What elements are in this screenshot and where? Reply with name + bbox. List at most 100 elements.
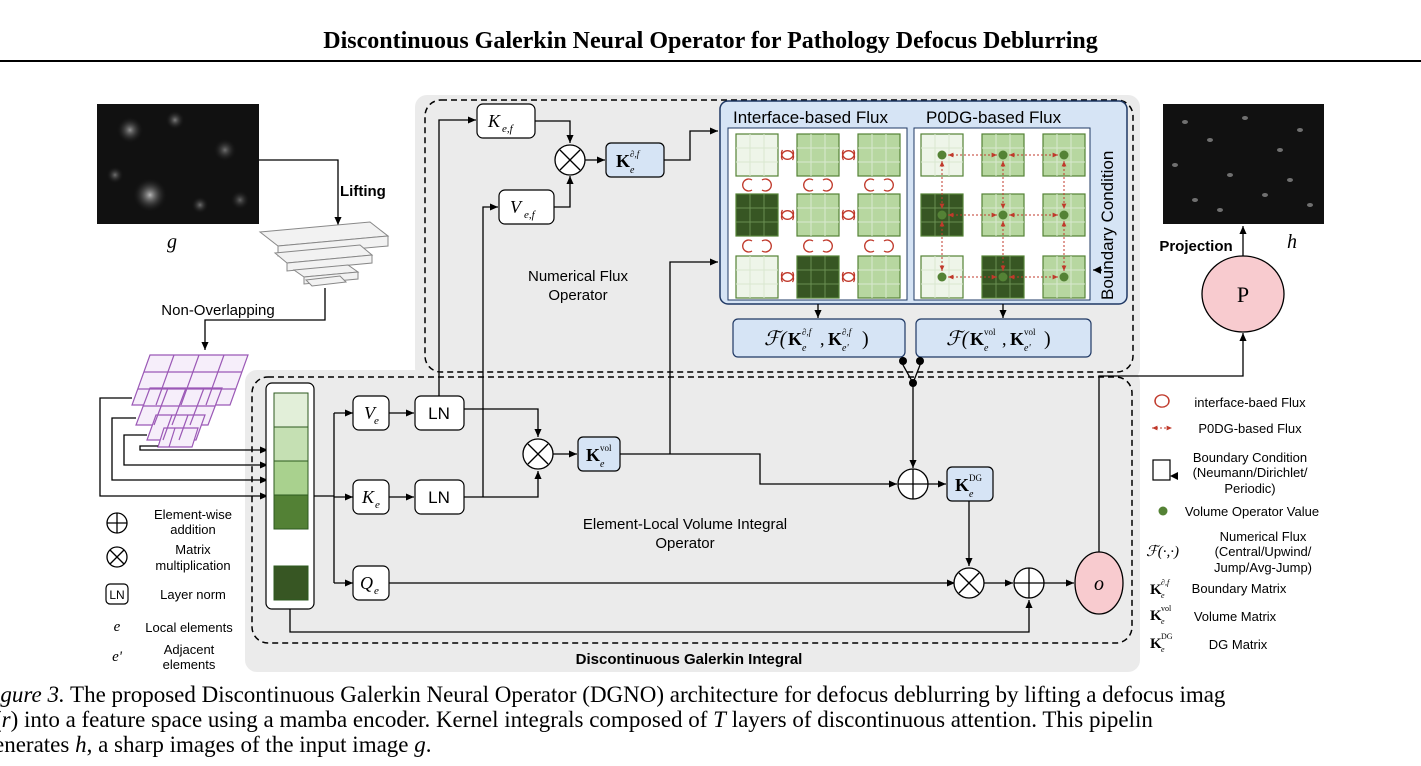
svg-text:e: e <box>969 489 974 500</box>
flux-operator-label-1: Numerical Flux <box>528 268 629 285</box>
flux-element-cell <box>735 193 779 237</box>
volume-operator-dot <box>1059 210 1069 220</box>
volume-operator-dot <box>1059 272 1069 282</box>
numerical-flux-boundary-box: ℱ( K e ∂,f , K e' ∂,f ) <box>732 318 906 358</box>
caption-line-1: The proposed Discontinuous Galerkin Neur… <box>70 682 1226 707</box>
svg-text:K: K <box>955 475 969 495</box>
flux-element-cell <box>796 193 840 237</box>
svg-text:K: K <box>361 487 375 507</box>
svg-text:K: K <box>970 329 984 349</box>
column-branches <box>289 409 1033 633</box>
svg-text:∂,f: ∂,f <box>842 327 853 337</box>
svg-text:Numerical Flux: Numerical Flux <box>1220 529 1307 544</box>
flux-cells <box>735 133 1086 299</box>
volume-operator-dot <box>998 150 1008 160</box>
kvol-to-add <box>620 453 897 488</box>
flux-dashed-box <box>424 99 1134 373</box>
svg-text:): ) <box>1044 328 1051 350</box>
svg-text:e': e' <box>112 649 123 665</box>
svg-text:Boundary Condition: Boundary Condition <box>1193 450 1307 465</box>
patch-stack <box>131 354 249 448</box>
ln-box-bottom: LN <box>414 479 465 515</box>
encoder-stack <box>258 221 390 287</box>
svg-text:V: V <box>510 197 523 217</box>
svg-text:Matrix: Matrix <box>175 542 211 557</box>
flux-element-cell <box>857 255 901 299</box>
ln-box-top: LN <box>414 395 465 431</box>
svg-text:K: K <box>828 329 842 349</box>
title-rule <box>0 60 1421 62</box>
svg-text:e,f: e,f <box>524 209 537 221</box>
svg-text:vol: vol <box>1161 604 1172 613</box>
svg-text:Jump/Avg-Jump): Jump/Avg-Jump) <box>1214 560 1312 575</box>
ln-links <box>438 116 542 498</box>
svg-text:K: K <box>1010 329 1024 349</box>
svg-text:DG Matrix: DG Matrix <box>1209 637 1268 652</box>
svg-text:Periodic): Periodic) <box>1224 481 1275 496</box>
volume-operator-dot <box>1059 150 1069 160</box>
svg-text:multiplication: multiplication <box>155 558 230 573</box>
svg-text:,: , <box>820 329 825 349</box>
svg-text:K: K <box>487 111 501 131</box>
input-image <box>97 104 259 224</box>
legend-right: interface-baed Flux P0DG-based Flux Boun… <box>1146 394 1319 654</box>
output-to-projection <box>1098 333 1247 552</box>
svg-text:e: e <box>374 415 379 427</box>
svg-text:interface-baed Flux: interface-baed Flux <box>1194 395 1306 410</box>
output-node: o <box>1074 551 1124 615</box>
volume-operator-dot <box>937 210 947 220</box>
legend-left: Element-wise addition Matrix multiplicat… <box>105 507 233 672</box>
input-symbol: g <box>167 231 177 253</box>
flux-element-cell <box>857 133 901 177</box>
svg-text:vol: vol <box>600 443 612 453</box>
k-dg-box: K e DG <box>946 466 994 502</box>
node-vef: V e,f <box>498 189 555 225</box>
svg-text:Volume Operator Value: Volume Operator Value <box>1185 504 1319 519</box>
projection-node: P <box>1201 255 1285 333</box>
svg-text:e,f: e,f <box>502 123 515 135</box>
volume-multiply <box>522 438 554 470</box>
svg-text:e: e <box>1161 617 1165 626</box>
svg-text:vol: vol <box>1024 327 1036 337</box>
svg-text:ℱ(·,·): ℱ(·,·) <box>1146 544 1179 560</box>
svg-text:∂,f: ∂,f <box>1161 578 1171 587</box>
svg-text:K: K <box>1150 608 1162 624</box>
non-overlapping-arrow <box>201 288 326 350</box>
volume-operator-dot <box>937 272 947 282</box>
svg-text:e': e' <box>1024 343 1031 354</box>
volume-operator-label-2: Operator <box>655 535 714 552</box>
dg-dashed-box <box>251 376 1133 644</box>
caption-line-2: (r) into a feature space using a mamba e… <box>0 707 1153 732</box>
svg-text:e: e <box>114 619 121 635</box>
volume-operator-label-1: Element-Local Volume Integral <box>583 516 787 533</box>
flux-element-cell <box>796 255 840 299</box>
node-ke: K e <box>352 479 390 515</box>
dg-region-bg <box>245 370 1140 672</box>
figure-caption: igure 3. The proposed Discontinuous Gale… <box>0 682 1421 757</box>
svg-text:K: K <box>586 445 600 465</box>
k-vol-box: K e vol <box>577 436 621 472</box>
svg-text:e': e' <box>842 343 849 354</box>
svg-text:DG: DG <box>969 473 982 483</box>
svg-text:e: e <box>1161 645 1165 654</box>
svg-text:o: o <box>1094 573 1104 595</box>
svg-text:Element-wise: Element-wise <box>154 507 232 522</box>
svg-text:e: e <box>802 343 807 354</box>
svg-text:LN: LN <box>428 404 450 423</box>
volume-operator-dot <box>998 272 1008 282</box>
projection-label: Projection <box>1159 238 1232 255</box>
output-symbol: h <box>1287 231 1297 253</box>
dg-integral-label: Discontinuous Galerkin Integral <box>576 651 803 668</box>
dg-add <box>897 468 929 500</box>
svg-text:addition: addition <box>170 522 216 537</box>
svg-text:Local elements: Local elements <box>145 620 233 635</box>
flux-multiply <box>554 144 586 176</box>
svg-text:e: e <box>1161 591 1165 600</box>
p0dg-flux-title: P0DG-based Flux <box>926 108 1062 127</box>
output-image <box>1163 104 1324 224</box>
flux-element-cell <box>735 255 779 299</box>
caption-line-3: enerates h, a sharp images of the input … <box>0 732 432 757</box>
svg-text:Volume Matrix: Volume Matrix <box>1194 609 1277 624</box>
svg-text:K: K <box>788 329 802 349</box>
svg-text:Q: Q <box>360 573 373 593</box>
